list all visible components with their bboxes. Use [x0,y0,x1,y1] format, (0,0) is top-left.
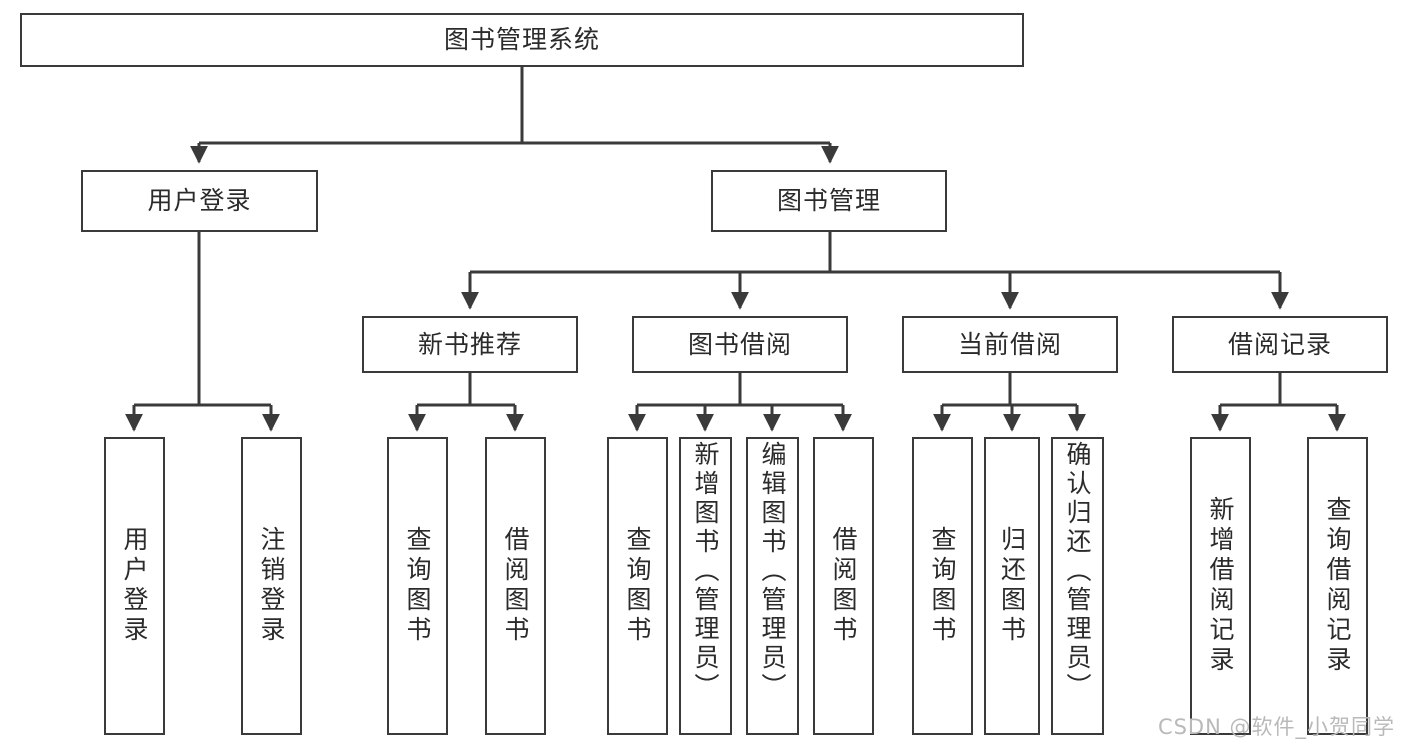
leaf-add-record[interactable]: 新增借阅记录 [1190,437,1251,735]
leaf-edit-book[interactable]: 编辑图书（管理员） [746,437,799,735]
node-label: 借阅记录 [1227,329,1332,359]
node-book-manage[interactable]: 图书管理 [711,170,947,232]
node-label: 新增借阅记录 [1206,496,1235,676]
node-label: 查询图书 [403,526,432,646]
node-label: 新书推荐 [417,329,522,359]
node-label: 查询图书 [623,526,652,646]
node-current-borrow[interactable]: 当前借阅 [902,316,1118,373]
node-label: 图书管理 [776,186,881,215]
node-label: 新增图书（管理员） [691,441,720,702]
node-label: 查询图书 [928,526,957,646]
node-label: 注销登录 [257,526,286,646]
node-label: 借阅图书 [829,526,858,646]
node-label: 当前借阅 [957,329,1062,359]
node-borrow-record[interactable]: 借阅记录 [1172,316,1388,373]
leaf-borrow-book-1[interactable]: 借阅图书 [485,437,546,735]
leaf-return-book[interactable]: 归还图书 [984,437,1040,735]
node-label: 图书管理系统 [443,25,600,54]
node-label: 确认归还（管理员） [1063,441,1092,702]
node-label: 查询借阅记录 [1323,496,1352,676]
leaf-query-book-2[interactable]: 查询图书 [607,437,668,735]
node-label: 归还图书 [997,526,1027,646]
node-label: 图书借阅 [687,329,792,359]
leaf-add-book[interactable]: 新增图书（管理员） [679,437,732,735]
leaf-query-book-1[interactable]: 查询图书 [387,437,448,735]
node-label: 编辑图书（管理员） [758,441,787,702]
node-label: 用户登录 [147,186,252,215]
leaf-user-login[interactable]: 用户登录 [104,437,165,735]
node-label: 用户登录 [120,526,149,646]
node-book-borrow[interactable]: 图书借阅 [632,316,848,373]
node-root[interactable]: 图书管理系统 [20,13,1024,67]
node-user-login[interactable]: 用户登录 [81,170,318,232]
leaf-user-logout[interactable]: 注销登录 [241,437,302,735]
leaf-query-record[interactable]: 查询借阅记录 [1307,437,1368,735]
watermark: CSDN @软件_小贺同学 [1157,715,1395,739]
node-new-book-recommend[interactable]: 新书推荐 [362,316,578,373]
leaf-query-book-3[interactable]: 查询图书 [912,437,973,735]
node-label: 借阅图书 [501,526,530,646]
leaf-confirm-return[interactable]: 确认归还（管理员） [1051,437,1104,735]
leaf-borrow-book-2[interactable]: 借阅图书 [813,437,874,735]
